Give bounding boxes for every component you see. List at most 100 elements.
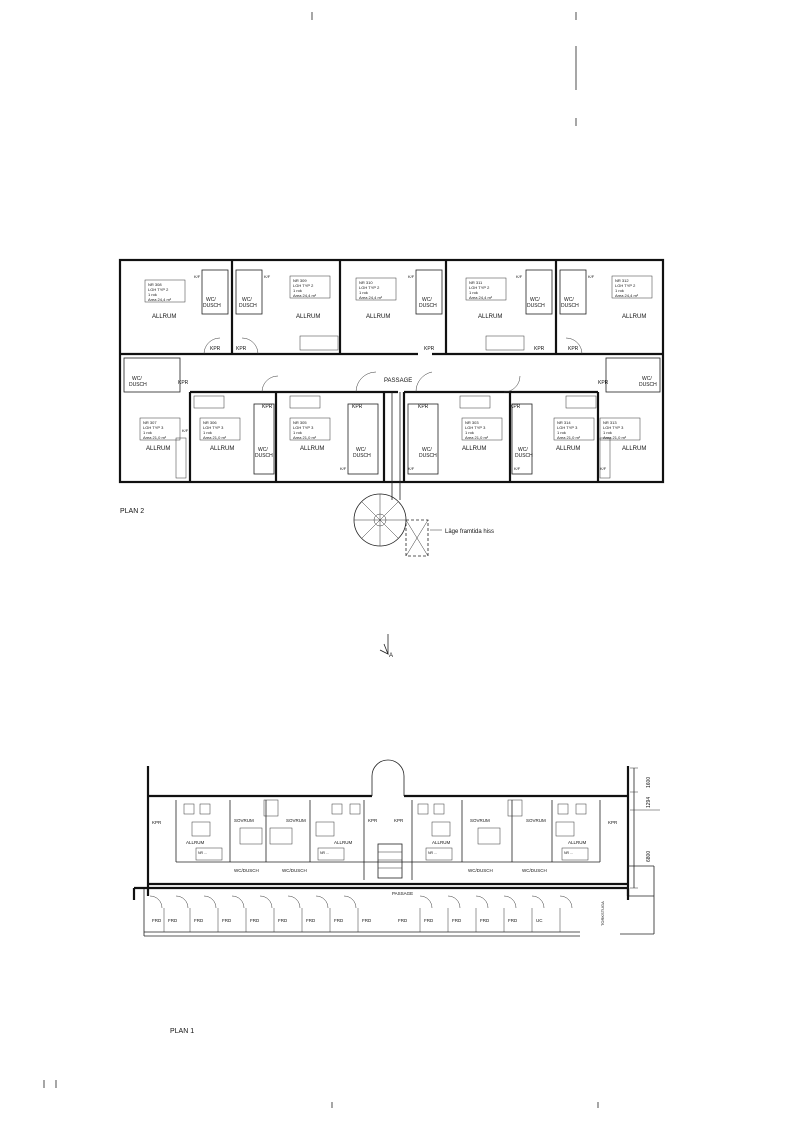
plan2-top-unit-info: NR 308 LGH TYP 2 1 rok Area 24,4 m² NR 3… (148, 278, 639, 302)
svg-text:WC/: WC/ (356, 447, 366, 453)
svg-text:WC/: WC/ (258, 447, 268, 453)
svg-text:NR 311: NR 311 (469, 280, 483, 285)
svg-text:NR 305: NR 305 (293, 420, 307, 425)
passage-label: PASSAGE (384, 378, 412, 384)
plan2-top-unit-labels (144, 275, 653, 303)
svg-text:1 rok: 1 rok (603, 430, 612, 435)
room-label-allrum: ALLRUM (366, 314, 390, 320)
svg-text:KPR: KPR (368, 818, 378, 823)
unit-tag-313: NR 313 LGH TYP 3 1 rok Area 21,0 m² (603, 420, 627, 440)
svg-text:Area 24,4 m²: Area 24,4 m² (615, 293, 639, 298)
svg-text:FRD: FRD (306, 918, 316, 923)
svg-text:NR 313: NR 313 (603, 420, 617, 425)
unit-tag-305: NR 305 LGH TYP 3 1 rok Area 21,0 m² (293, 420, 317, 440)
svg-text:WC/DUSCH: WC/DUSCH (468, 868, 493, 873)
svg-text:KPR: KPR (394, 818, 404, 823)
svg-text:Area 21,0 m²: Area 21,0 m² (465, 435, 489, 440)
unit-tag-314: NR 314 LGH TYP 3 1 rok Area 21,0 m² (557, 420, 581, 440)
svg-text:1 rok: 1 rok (148, 292, 157, 297)
svg-text:NR 310: NR 310 (359, 280, 373, 285)
svg-text:FRD: FRD (508, 918, 518, 923)
svg-text:WC/: WC/ (564, 297, 574, 303)
svg-text:Area 24,4 m²: Area 24,4 m² (469, 295, 493, 300)
svg-text:WC/: WC/ (242, 297, 252, 303)
svg-text:WC/: WC/ (642, 376, 652, 382)
svg-text:ALLRUM: ALLRUM (568, 840, 587, 845)
room-label-allrum: ALLRUM (622, 446, 646, 452)
svg-text:DUSCH: DUSCH (561, 303, 579, 309)
room-label-allrum: ALLRUM (300, 446, 324, 452)
svg-text:1 rok: 1 rok (615, 288, 624, 293)
svg-text:WC/: WC/ (132, 376, 142, 382)
plan1-title: PLAN 1 (170, 1028, 194, 1035)
svg-text:WC/DUSCH: WC/DUSCH (282, 868, 307, 873)
svg-text:KPR: KPR (608, 820, 618, 825)
svg-text:KPR: KPR (534, 346, 545, 352)
svg-text:1 rok: 1 rok (293, 288, 302, 293)
svg-text:KPR: KPR (210, 346, 221, 352)
svg-text:ALLRUM: ALLRUM (334, 840, 353, 845)
svg-text:LGH TYP 2: LGH TYP 2 (148, 287, 169, 292)
svg-text:K/F: K/F (182, 428, 189, 433)
svg-text:NR ...: NR ... (198, 851, 207, 855)
unit-tag-303: NR 303 LGH TYP 3 1 rok Area 21,0 m² (465, 420, 489, 440)
svg-text:Area 21,0 m²: Area 21,0 m² (603, 435, 627, 440)
wc-label: WC/ DUSCH (639, 376, 657, 388)
svg-text:NR 314: NR 314 (557, 420, 571, 425)
svg-text:WC/: WC/ (518, 447, 528, 453)
svg-text:DUSCH: DUSCH (419, 303, 437, 309)
plan1-floorplan (132, 759, 660, 937)
svg-text:K/F: K/F (408, 274, 415, 279)
svg-text:LGH TYP 3: LGH TYP 3 (203, 425, 224, 430)
unit-tag-311: NR 311 LGH TYP 2 1 rok Area 24,4 m² (469, 280, 493, 300)
svg-text:LGH TYP 2: LGH TYP 2 (293, 283, 314, 288)
svg-text:KPR: KPR (568, 346, 579, 352)
svg-text:DUSCH: DUSCH (353, 453, 371, 459)
svg-text:KPR: KPR (510, 404, 521, 410)
unit-tag-307: NR 307 LGH TYP 3 1 rok Area 21,0 m² (143, 420, 167, 440)
sheet-marks (43, 12, 599, 1108)
plan1-unit-tags: NR ... NR ... NR ... NR ... (195, 847, 589, 861)
wc-label: WC/ DUSCH (561, 297, 579, 309)
svg-text:LGH TYP 3: LGH TYP 3 (293, 425, 314, 430)
svg-text:DUSCH: DUSCH (527, 303, 545, 309)
svg-text:Area 21,0 m²: Area 21,0 m² (143, 435, 167, 440)
wc-label: WC/ DUSCH (419, 297, 437, 309)
svg-text:SOVRUM: SOVRUM (234, 818, 254, 823)
svg-text:FRD: FRD (398, 918, 408, 923)
svg-text:Area 24,4 m²: Area 24,4 m² (359, 295, 383, 300)
plan2-title: PLAN 2 (120, 508, 144, 515)
svg-text:FRD: FRD (278, 918, 288, 923)
svg-text:LGH TYP 2: LGH TYP 2 (359, 285, 380, 290)
svg-text:WC/: WC/ (206, 297, 216, 303)
unit-tag-309: NR 309 LGH TYP 2 1 rok Area 24,4 m² (293, 278, 317, 298)
svg-text:FRD: FRD (152, 918, 162, 923)
plan2-floorplan (118, 258, 665, 557)
svg-text:NR ...: NR ... (564, 851, 573, 855)
unit-tag-312: NR 312 LGH TYP 2 1 rok Area 24,4 m² (615, 278, 639, 298)
wc-label: WC/ DUSCH (255, 447, 273, 459)
svg-text:KPR: KPR (236, 346, 247, 352)
svg-text:1 rok: 1 rok (293, 430, 302, 435)
svg-text:FRD: FRD (222, 918, 232, 923)
room-label-allrum: ALLRUM (478, 314, 502, 320)
svg-text:NR 312: NR 312 (615, 278, 629, 283)
svg-text:DUSCH: DUSCH (419, 453, 437, 459)
svg-text:1 rok: 1 rok (469, 290, 478, 295)
plan1-dimensions: 1600 1294 6800 (646, 777, 652, 862)
svg-text:FRD: FRD (452, 918, 462, 923)
svg-text:FRD: FRD (424, 918, 434, 923)
svg-text:K/F: K/F (264, 274, 271, 279)
svg-text:K/F: K/F (514, 466, 521, 471)
svg-text:KPR: KPR (152, 820, 162, 825)
svg-text:DUSCH: DUSCH (129, 382, 147, 388)
svg-text:LGH TYP 3: LGH TYP 3 (143, 425, 164, 430)
wc-label: WC/ DUSCH (527, 297, 545, 309)
svg-text:ALLRUM: ALLRUM (186, 840, 205, 845)
svg-text:DUSCH: DUSCH (515, 453, 533, 459)
section-marker: A (379, 634, 393, 659)
svg-text:PASSAGE: PASSAGE (392, 891, 413, 896)
svg-text:NR 303: NR 303 (465, 420, 479, 425)
svg-text:Area 24,4 m²: Area 24,4 m² (148, 297, 172, 302)
svg-text:SOVRUM: SOVRUM (470, 818, 490, 823)
